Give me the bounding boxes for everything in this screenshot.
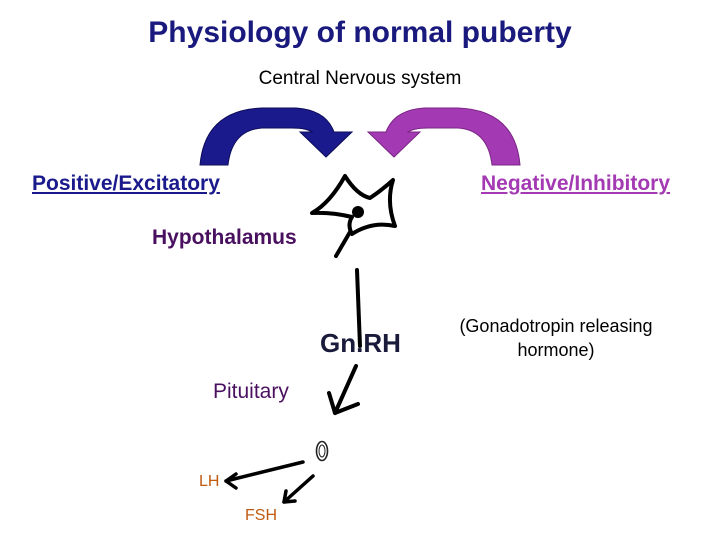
lh-label: LH xyxy=(199,473,220,490)
cns-label: Central Nervous system xyxy=(258,68,462,89)
neuron-icon xyxy=(310,174,397,258)
gnrh-full-label: (Gonadotropin releasing hormone) xyxy=(459,316,653,360)
fsh-arrow xyxy=(282,474,315,504)
excitatory-arrow xyxy=(199,107,354,166)
gnrh-label: Gn.RH xyxy=(320,328,401,358)
inhibitory-arrow xyxy=(366,107,521,166)
pituitary-cell-icon xyxy=(315,440,329,462)
fsh-label: FSH xyxy=(245,507,277,524)
pituitary-label: Pituitary xyxy=(213,380,289,403)
axon-line xyxy=(355,268,362,348)
inhibitory-label: Negative/Inhibitory xyxy=(481,172,671,195)
excitatory-label: Positive/Excitatory xyxy=(32,172,220,195)
page-title: Physiology of normal puberty xyxy=(148,16,572,49)
lh-arrow xyxy=(224,460,305,490)
hypothalamus-label: Hypothalamus xyxy=(152,226,297,249)
gnrh-arrow xyxy=(327,364,360,415)
